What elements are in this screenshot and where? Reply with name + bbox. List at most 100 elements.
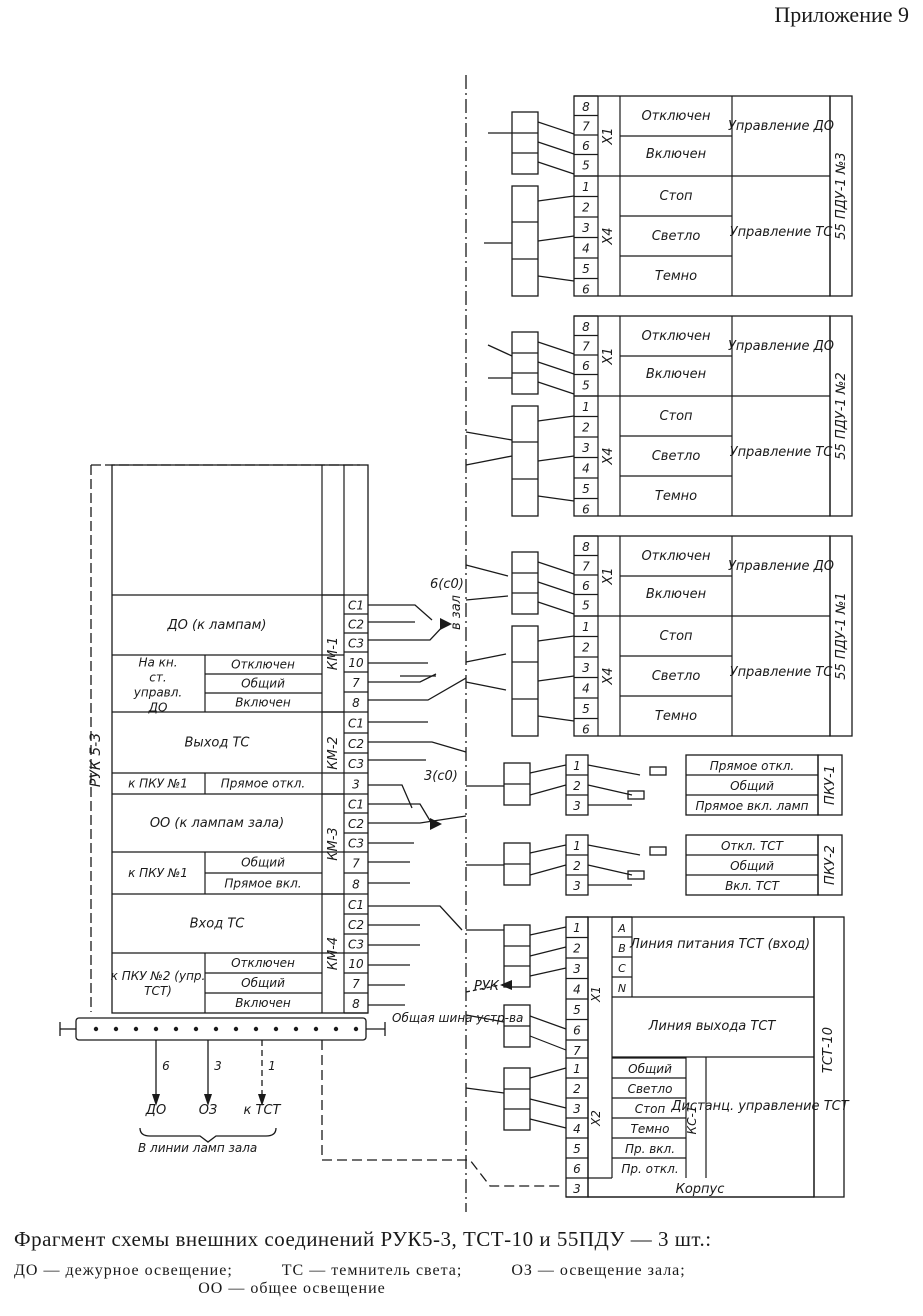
ruk-cabinet	[111, 464, 369, 1014]
pdu-x4-strip	[511, 625, 539, 737]
pku-row: Прямое откл.	[710, 759, 795, 773]
pdu-x4-row: Темно	[655, 489, 697, 504]
pdu-ctrl-do: Управление ДО	[728, 119, 834, 134]
output-number: 6	[162, 1059, 170, 1073]
pdu-x4-pin: 4	[582, 462, 590, 476]
ruk-row-sub: Прямое откл.	[221, 777, 306, 791]
pdu-x4-pin: 5	[582, 482, 590, 496]
ruk-row-sub: Включен	[235, 996, 291, 1010]
bus-terminal	[133, 1026, 139, 1032]
pdu-x1-pin: 7	[582, 340, 590, 354]
tst-x1-pin: 5	[573, 1003, 581, 1017]
output-label: ДО	[145, 1103, 166, 1118]
tst-body-pin: 3	[573, 1182, 581, 1196]
ruk-name: РУК 5-3	[88, 733, 104, 787]
output-number: 1	[268, 1059, 276, 1073]
pdu-x1-pin: 5	[582, 599, 590, 613]
pku-switch	[627, 790, 645, 800]
pdu-x4-pin: 1	[582, 620, 590, 634]
legend-oz: ОЗ — освещение зала;	[511, 1262, 686, 1279]
pku-switch	[649, 846, 667, 856]
tst-x2-pin: 1	[573, 1062, 581, 1076]
pdu-x1-row: Отключен	[641, 109, 711, 124]
tst-phase: C	[618, 962, 626, 975]
tst-x2-row: Пр. откл.	[621, 1162, 678, 1176]
pdu-ctrl-do: Управление ДО	[728, 559, 834, 574]
pdu-x1-row: Включен	[646, 147, 707, 162]
legend-tc: ТС — темнитель света;	[281, 1262, 463, 1279]
tst-x1-pin: 4	[573, 983, 581, 997]
ruk-row-label: к ПКУ №2 (упр.ТСТ)	[111, 969, 206, 998]
connector-x2: X2	[589, 1110, 603, 1127]
pdu-x4-pin: 2	[582, 421, 590, 435]
tst-x2-pin: 4	[573, 1122, 581, 1136]
pdu-x1-strip	[511, 331, 539, 395]
ruk-row-sub: Отключен	[231, 956, 295, 970]
pdu-name: 55 ПДУ-1 №1	[834, 592, 849, 679]
tst-x2-row: Стоп	[635, 1102, 666, 1116]
bus-terminal	[93, 1026, 99, 1032]
ruk-terminal: 8	[352, 696, 360, 710]
legend-do: ДО — дежурное освещение;	[14, 1262, 233, 1279]
tst-x2-row: Светло	[628, 1082, 673, 1096]
ruk-terminal: С1	[348, 599, 364, 613]
km-label: КМ-2	[326, 736, 341, 769]
connector-x1: X1	[601, 567, 616, 585]
connector-x1: X1	[589, 986, 603, 1003]
ruk-row-sub: Включен	[235, 696, 291, 710]
bus-label: Общая шина устр-ва	[392, 1011, 523, 1025]
connector-x4: X4	[601, 227, 616, 245]
pdu-x1-row: Отключен	[641, 549, 711, 564]
tst-x2-row: Темно	[631, 1122, 670, 1136]
pdu-x4-row: Темно	[655, 709, 697, 724]
ruk-row-label: Выход ТС	[185, 736, 251, 751]
connector-x4: X4	[601, 667, 616, 685]
ruk-terminal: С3	[348, 757, 364, 771]
pku-name-box	[817, 754, 843, 816]
pdu-x4-pin: 3	[582, 661, 590, 675]
tst-x2-pin: 3	[573, 1102, 581, 1116]
pdu-x4-pin: 1	[582, 180, 590, 194]
pdu-x4-pin: 5	[582, 262, 590, 276]
tst-body: Корпус	[676, 1182, 725, 1197]
ruk-row-label: к ПКУ №1	[128, 777, 188, 791]
pdu-ctrl-tc: Управление ТС	[730, 225, 834, 240]
pku-name: ПКУ-2	[823, 845, 838, 885]
ruk-row-label: ОО (к лампам зала)	[150, 816, 284, 831]
pdu-x4-row: Светло	[652, 229, 701, 244]
pku-row: Откл. ТСТ	[721, 839, 785, 853]
ruk-terminal: С2	[348, 918, 364, 932]
pku-pin: 1	[573, 839, 581, 853]
pku-row: Общий	[730, 859, 774, 873]
legend-oo: ОО — общее освещение	[198, 1280, 386, 1297]
pdu-x1-strip	[511, 551, 539, 615]
ruk-row-sub: Общий	[241, 677, 285, 691]
ruk-row-sub: Прямое вкл.	[224, 877, 301, 891]
pdu-x1-pin: 5	[582, 159, 590, 173]
tst-x2-pin: 6	[573, 1162, 581, 1176]
km-label: КМ-3	[326, 827, 341, 860]
ruk-terminal: С3	[348, 637, 364, 651]
pdu-x4-pin: 5	[582, 702, 590, 716]
bus-terminal	[293, 1026, 299, 1032]
tst-strip-in	[503, 924, 531, 988]
ruk-terminal: С1	[348, 798, 364, 812]
output-label: к ТСТ	[244, 1103, 282, 1118]
ruk-terminal: С3	[348, 837, 364, 851]
pdu-name: 55 ПДУ-1 №3	[834, 152, 849, 239]
connector-x4: X4	[601, 447, 616, 465]
label-v-zal: в зал	[449, 595, 464, 630]
pdu-x4-pin: 4	[582, 242, 590, 256]
ruk-row-sub: Общий	[241, 856, 285, 870]
tst-x1-pin: 2	[573, 942, 581, 956]
pdu-x4-row: Светло	[652, 669, 701, 684]
pdu-x4-pin: 2	[582, 201, 590, 215]
bus-terminal	[153, 1026, 159, 1032]
bus-terminal	[253, 1026, 259, 1032]
bus-terminal	[313, 1026, 319, 1032]
pdu-x1-pin: 5	[582, 379, 590, 393]
pku-name-box	[817, 834, 843, 896]
tst-phase: B	[618, 942, 626, 955]
bus-terminal	[193, 1026, 199, 1032]
